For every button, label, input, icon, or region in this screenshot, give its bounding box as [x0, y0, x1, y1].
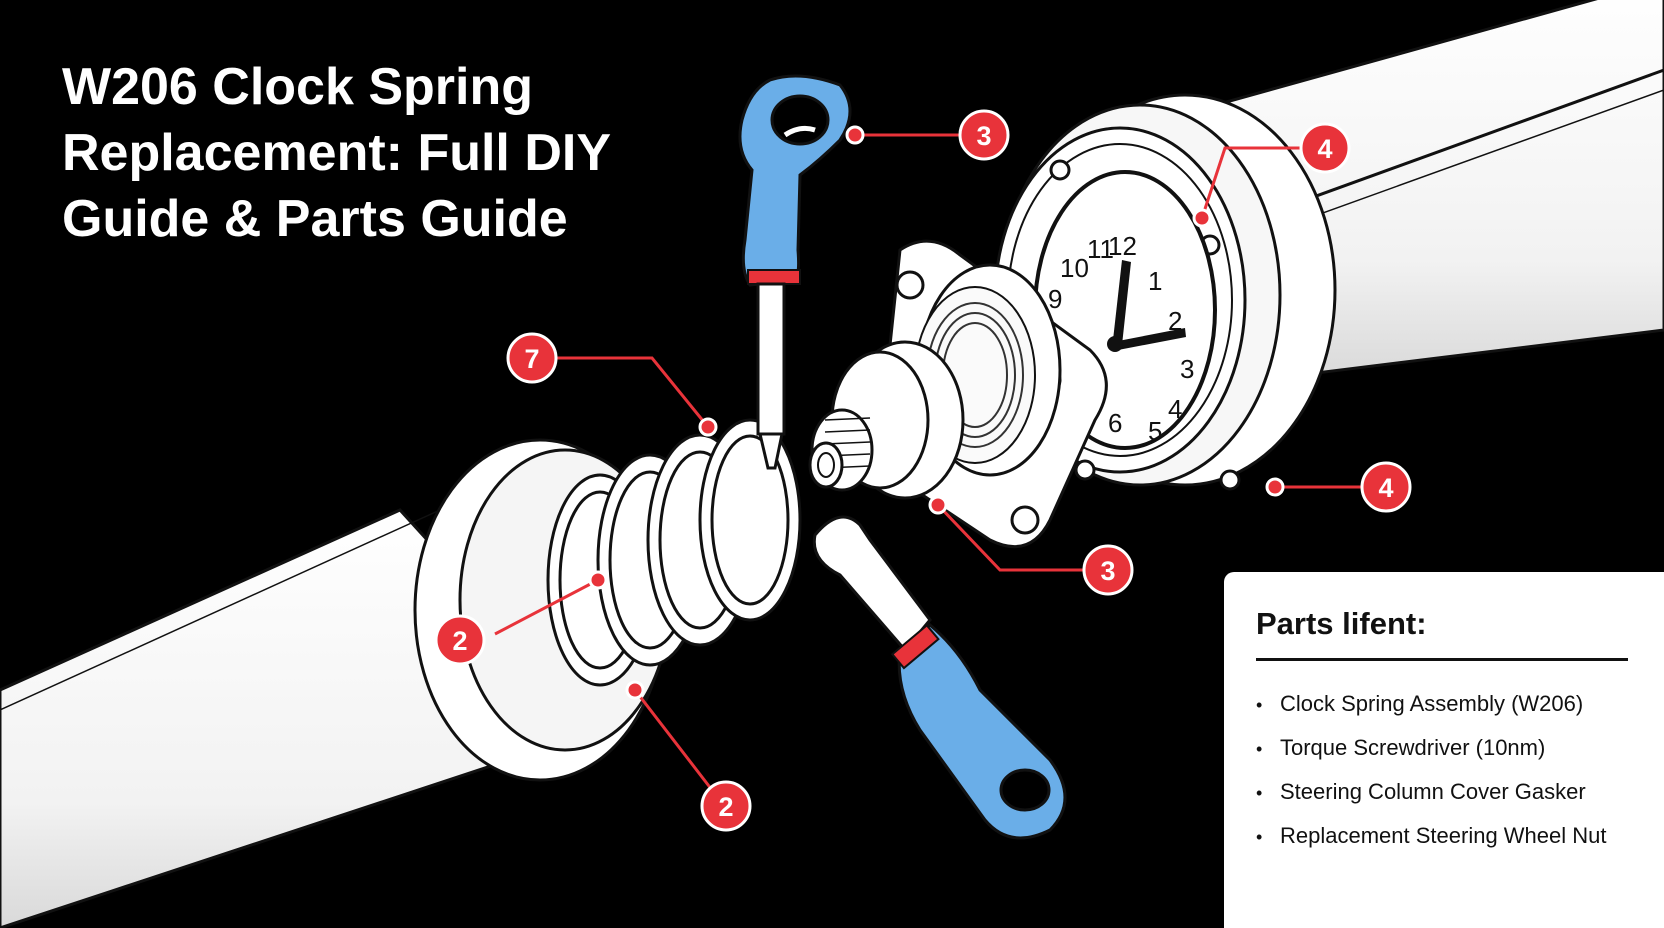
clock-number-9: 9	[1048, 284, 1062, 314]
clock-number-3: 3	[1180, 354, 1194, 384]
callout-4-top: 4	[1299, 122, 1351, 174]
callout-anchors	[588, 125, 1285, 700]
divider	[1256, 658, 1628, 661]
svg-text:2: 2	[452, 626, 467, 656]
clock-number-12: 12	[1108, 231, 1137, 261]
svg-text:4: 4	[1378, 473, 1393, 503]
list-item: • Replacement Steering Wheel Nut	[1256, 814, 1607, 858]
clock-number-2: 2	[1168, 306, 1182, 336]
callout-3-bottom: 3	[1082, 544, 1134, 596]
coil-spring	[546, 418, 802, 687]
page-title: W206 Clock Spring Replacement: Full DIY …	[62, 54, 702, 252]
parts-list: • Clock Spring Assembly (W206) • Torque Sc…	[1256, 682, 1607, 858]
bullet-icon: •	[1256, 739, 1263, 759]
clock-number-6: 6	[1108, 408, 1122, 438]
svg-text:4: 4	[1317, 134, 1332, 164]
svg-text:3: 3	[1100, 556, 1115, 586]
clock-hour-hand	[1113, 260, 1131, 345]
clock-number-4: 4	[1168, 394, 1182, 424]
callout-2-bottom: 2	[700, 780, 752, 832]
parts-list-heading: Parts lifent:	[1256, 606, 1427, 641]
clock-number-1: 1	[1148, 266, 1162, 296]
part-wheel-nut: Replacement Steering Wheel Nut	[1280, 823, 1607, 848]
svg-text:7: 7	[524, 344, 539, 374]
list-item: • Torque Screwdriver (10nm)	[1256, 726, 1607, 770]
svg-text:2: 2	[718, 792, 733, 822]
list-item: • Clock Spring Assembly (W206)	[1256, 682, 1607, 726]
steering-shaft-hub	[808, 340, 965, 500]
bullet-icon: •	[1256, 827, 1263, 847]
part-torque-screwdriver: Torque Screwdriver (10nm)	[1280, 735, 1546, 760]
part-clock-spring: Clock Spring Assembly (W206)	[1280, 691, 1584, 716]
screwdriver-icon	[738, 74, 852, 470]
clock-number-11: 11	[1087, 234, 1114, 264]
bullet-icon: •	[1256, 695, 1263, 715]
clock-minute-hand	[1113, 328, 1186, 350]
svg-text:3: 3	[976, 121, 991, 151]
parts-list-panel: Parts lifent: • Clock Spring Assembly (W2…	[1224, 572, 1664, 928]
callout-7: 7	[506, 332, 558, 384]
list-item: • Steering Column Cover Gasker	[1256, 770, 1607, 814]
title-line-2: Replacement: Full DIY	[62, 124, 611, 182]
clock-number-5: 5	[1148, 416, 1162, 446]
callout-3-top: 3	[958, 109, 1010, 161]
wrench-icon	[812, 515, 1067, 840]
clock-number-10: 10	[1060, 253, 1089, 283]
title-line-3: Guide & Parts Guide	[62, 190, 568, 248]
part-cover-gasket: Steering Column Cover Gasker	[1280, 779, 1586, 804]
bullet-icon: •	[1256, 783, 1263, 803]
title-line-1: W206 Clock Spring	[62, 58, 533, 116]
callout-2-left: 2	[434, 614, 486, 666]
callout-4-bottom: 4	[1360, 461, 1412, 513]
